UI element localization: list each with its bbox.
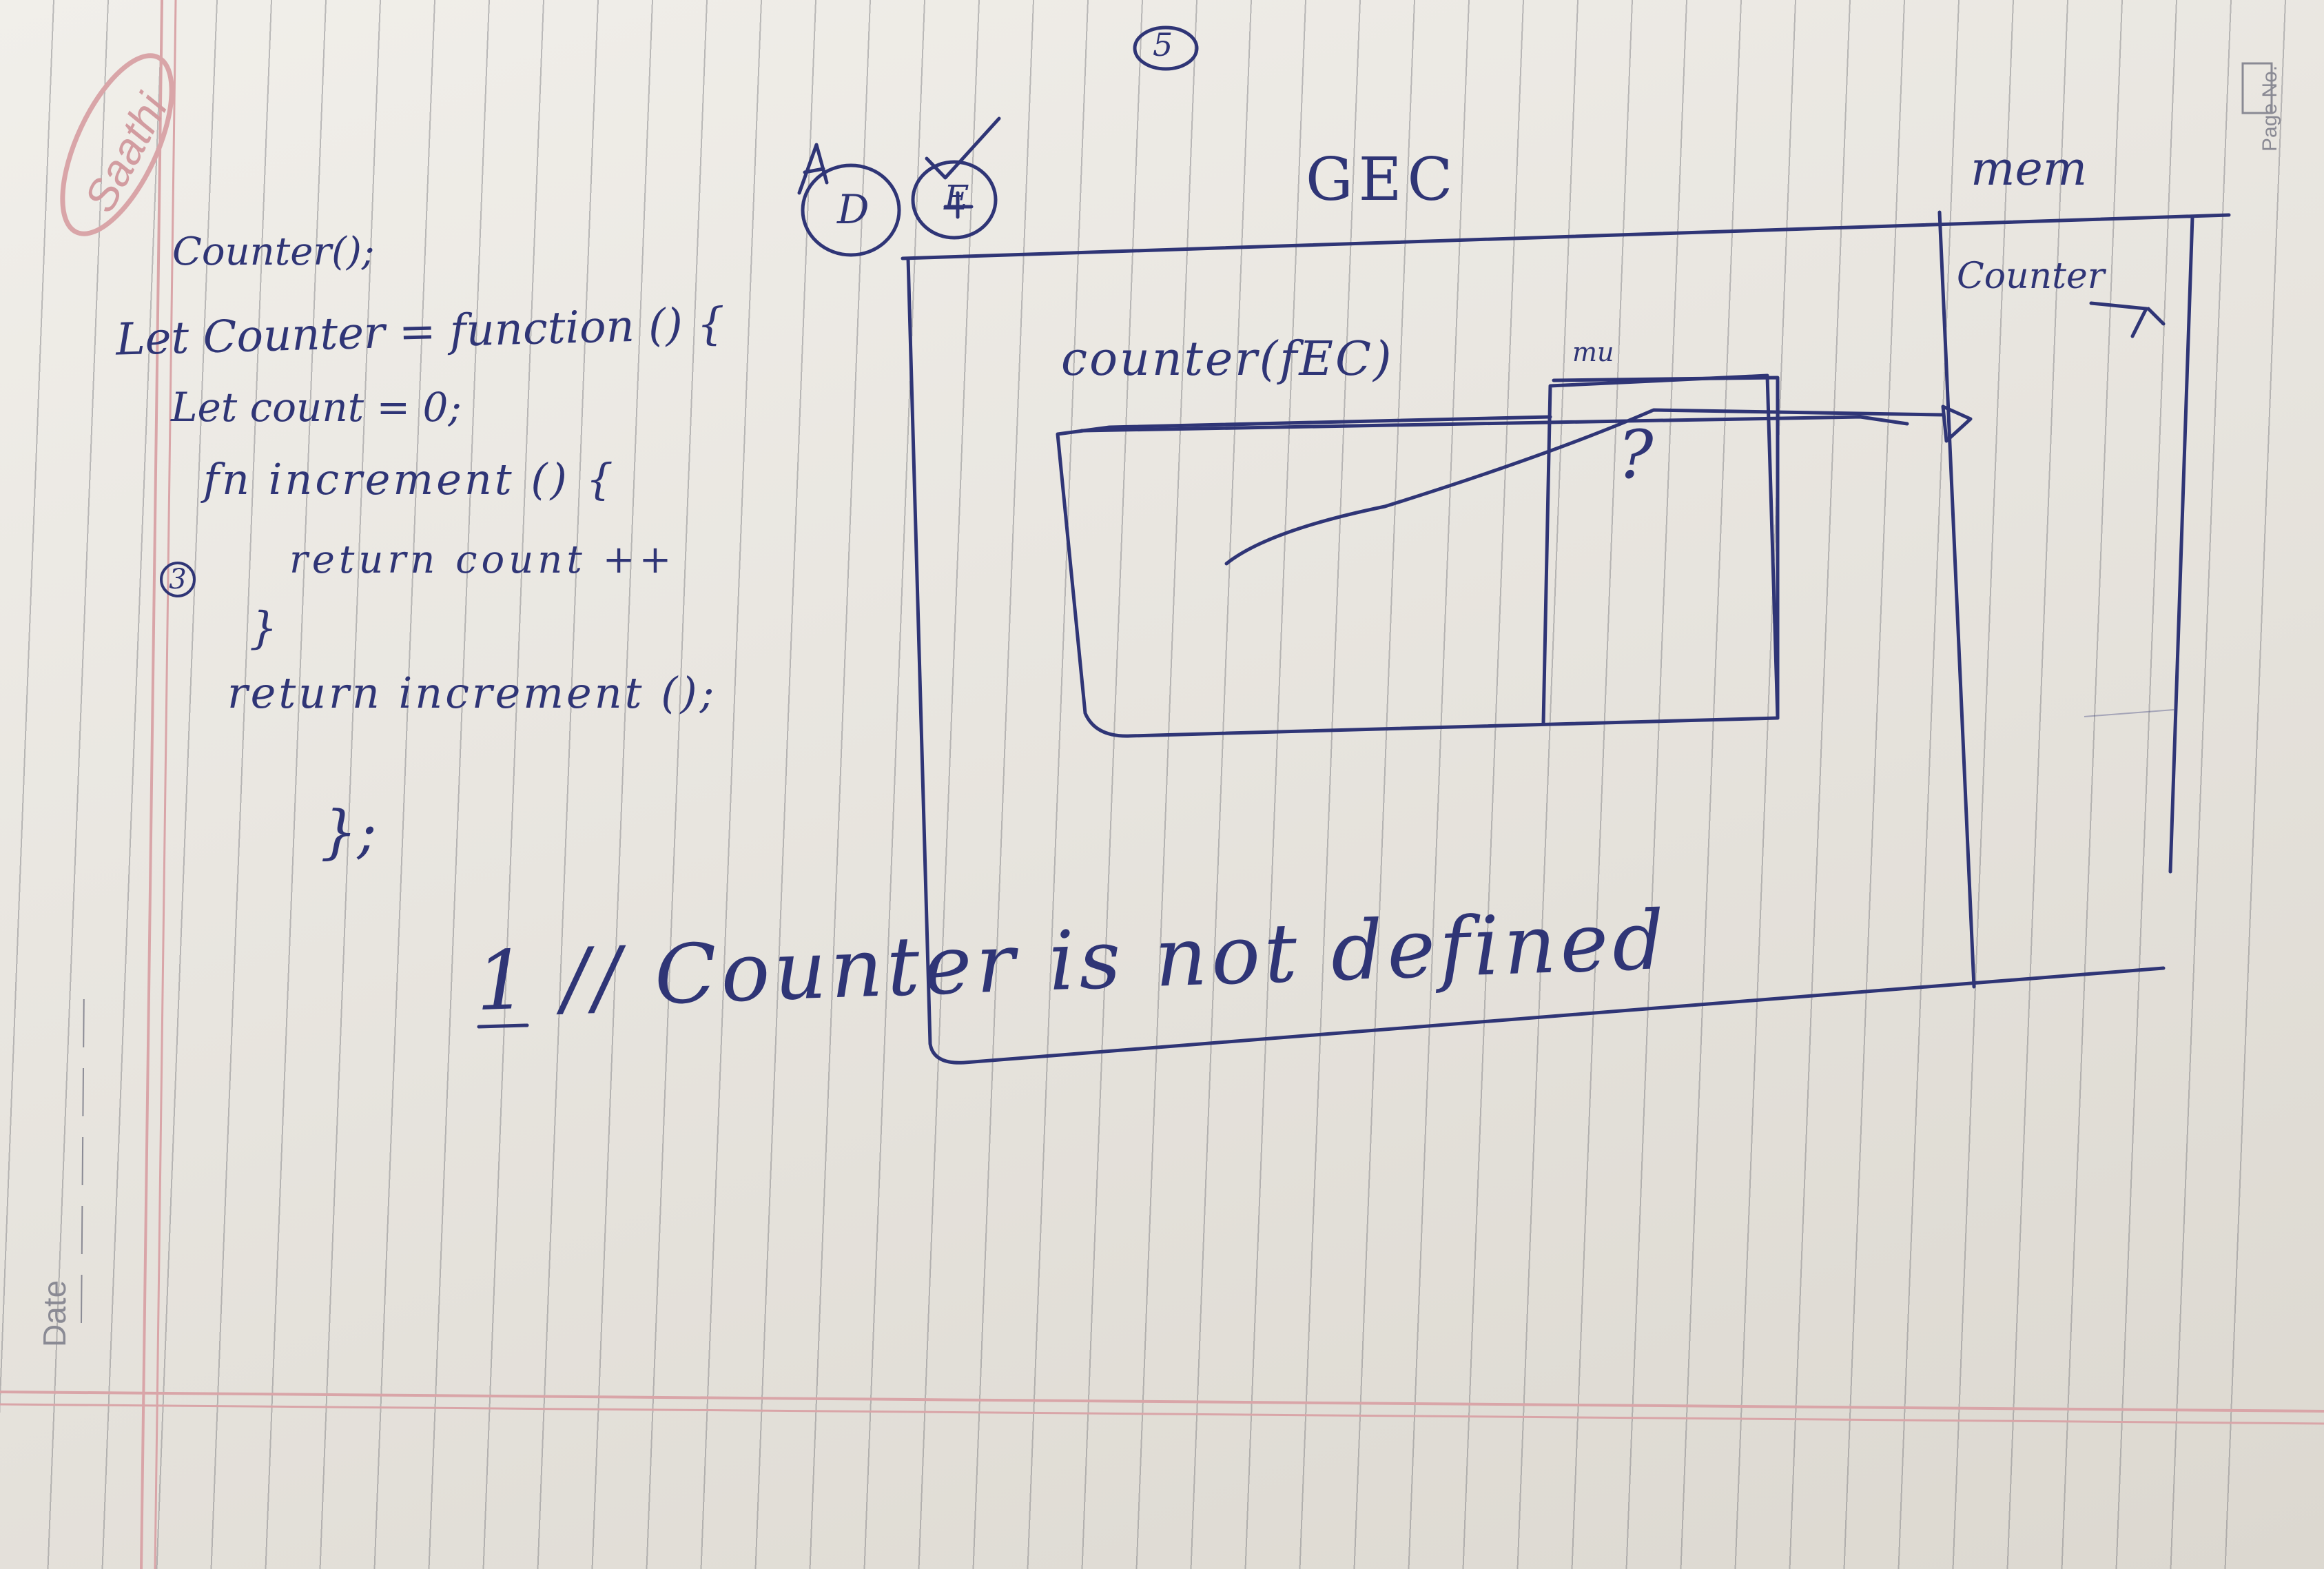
e-inner-mark [943,191,974,219]
code-line-counter-call: Counter(); [172,229,375,274]
memory-label: mem [1971,142,2088,196]
note-number-underline [477,1023,529,1029]
d-label: D [837,186,870,233]
d-circle [801,163,901,257]
bottom-margin-line [0,1391,2324,1413]
fec-to-memory-arrow [1080,404,1973,443]
page-number-circle [1133,25,1199,71]
code-line-increment-def: fn increment () { [203,454,616,504]
gec-label: GEC [1306,145,1459,214]
code-line-return-count: return count ++ [289,537,676,582]
code-line-return-increment: return increment (); [227,668,717,718]
date-label: Date [37,1280,72,1347]
red-margin-line-2 [154,0,177,1569]
code-step-marker: 3 [160,562,196,597]
bottom-margin-line-2 [0,1403,2324,1425]
fec-box [1056,376,1780,738]
fec-label: counter(fEC) [1061,332,1394,387]
d-arrow-mark [797,143,829,195]
memory-entry-counter: Counter [1957,256,2105,297]
gec-box [901,213,2231,1065]
e-check-mark [925,116,1001,180]
code-line-inner-close: } [249,603,278,654]
brand-logo-oval [60,53,174,236]
page-number-box [2241,62,2273,114]
e-label: E [944,178,969,218]
memory-entry-arrow [2089,301,2166,338]
red-margin-line [140,0,163,1569]
page-number: 5 [1153,26,1173,63]
date-blank [81,978,85,1324]
e-circle [911,160,998,240]
memory-row-divider [2084,709,2174,717]
inner-box [1541,373,1780,726]
code-line-outer-close: }; [320,798,377,865]
inner-question-mark: ? [1618,416,1654,493]
code-line-count-init: Let count = 0; [171,384,462,431]
page-no-label: Page No. [2259,65,2281,152]
inner-context-label: mu [1572,337,1614,367]
memory-column [1937,210,2194,989]
closure-arrow [1224,408,1945,566]
